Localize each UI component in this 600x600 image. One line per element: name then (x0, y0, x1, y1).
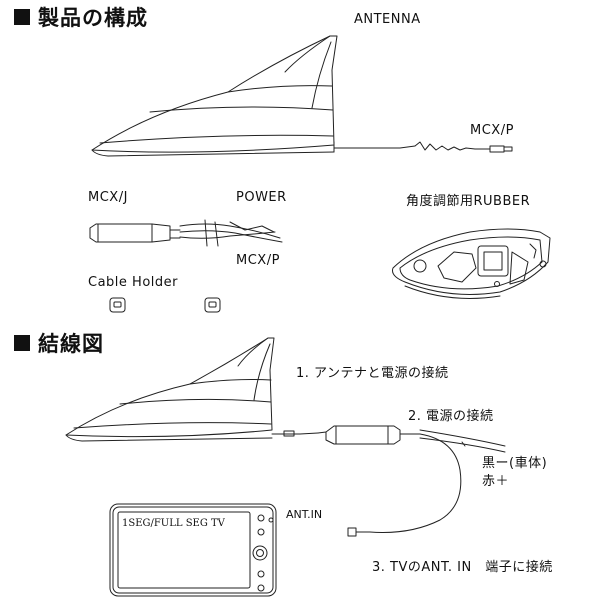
cable-holder-2 (204, 297, 221, 313)
tv-ant-in-label: ANT.IN (286, 508, 323, 521)
step-3-label: 3. TVのANT. IN 端子に接続 (372, 560, 553, 575)
wire-black-label: 黒ー(車体) (482, 456, 548, 471)
label-rubber: 角度調節用RUBBER (406, 194, 531, 209)
label-cable-holder: Cable Holder (88, 275, 178, 290)
section-wiring-heading: 結線図 (14, 328, 104, 358)
label-mcx-p-mid: MCX/P (236, 253, 280, 268)
shark-fin-antenna-wiring (65, 337, 275, 442)
label-power: POWER (236, 190, 287, 205)
angle-adjust-rubber (392, 228, 551, 299)
antenna-cable-top (333, 141, 513, 153)
label-mcx-j: MCX/J (88, 190, 128, 205)
section-components-title: 製品の構成 (38, 6, 148, 30)
step-1-label: 1. アンテナと電源の接続 (296, 366, 449, 381)
shark-fin-antenna-top (91, 35, 338, 157)
wire-red-label: 赤＋ (482, 474, 510, 489)
label-mcx-p-top: MCX/P (470, 123, 514, 138)
step-2-label: 2. 電源の接続 (408, 409, 494, 424)
section-components-heading: 製品の構成 (14, 2, 148, 32)
tv-screen-text: 1SEG/FULL SEG TV (122, 518, 225, 529)
label-antenna: ANTENNA (354, 12, 421, 27)
square-bullet-icon (14, 9, 30, 25)
tv-device (109, 503, 277, 597)
wiring-cable-to-power (271, 425, 506, 537)
square-bullet-icon (14, 335, 30, 351)
power-connector (89, 219, 283, 247)
section-wiring-title: 結線図 (38, 332, 104, 356)
cable-holder-1 (109, 297, 126, 313)
